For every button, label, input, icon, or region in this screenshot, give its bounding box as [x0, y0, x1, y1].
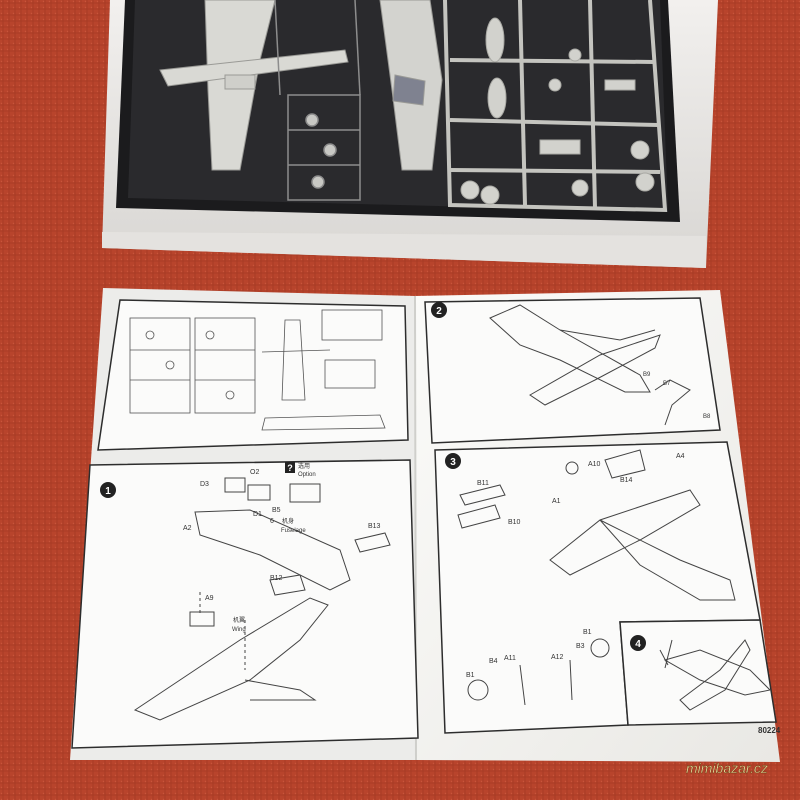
- label-B1-right: B1: [583, 629, 592, 636]
- label-B13: B13: [368, 523, 381, 530]
- label-B4: B4: [489, 658, 498, 665]
- label-O2: O2: [250, 469, 259, 476]
- label-B8: B8: [703, 414, 711, 420]
- label-A9: A9: [205, 595, 214, 602]
- label-B7: B7: [663, 381, 671, 387]
- label-fuselage-cn: 机身: [282, 517, 294, 525]
- step3-assembly-drawing: [457, 449, 736, 706]
- label-6: 6: [270, 518, 274, 525]
- label-A11: A11: [504, 655, 516, 662]
- label-B14: B14: [620, 477, 633, 484]
- step-badges: [100, 302, 646, 651]
- step4-aircraft-drawing: [659, 639, 772, 711]
- label-B1-left: B1: [466, 672, 475, 679]
- step-number-1: 1: [105, 486, 111, 497]
- label-wing-en: Wing: [232, 627, 246, 633]
- kit-box: [102, 0, 718, 268]
- step1-assembly-drawing: [133, 477, 391, 721]
- parts-sprue: [443, 0, 668, 213]
- label-A1: A1: [552, 498, 561, 505]
- label-B10: B10: [508, 519, 521, 526]
- label-A4: A4: [676, 453, 685, 460]
- step2-aircraft-drawing: [489, 304, 691, 426]
- label-A2: A2: [183, 525, 192, 532]
- label-B11: B11: [477, 480, 489, 487]
- fuselage-part-left: [159, 0, 349, 171]
- label-A12: A12: [551, 654, 564, 661]
- label-option-en: Option: [298, 472, 316, 478]
- clear-sprue: [274, 0, 361, 201]
- step-number-2: 2: [436, 306, 442, 317]
- sprue-parts: [460, 17, 655, 205]
- step-number-4: 4: [635, 639, 641, 650]
- step-number-3: 3: [450, 457, 456, 468]
- option-question-mark: ?: [287, 463, 293, 473]
- panel-sprue-map: [97, 299, 409, 451]
- label-D1: D1: [253, 511, 262, 518]
- label-D3: D3: [200, 481, 209, 488]
- label-B5: B5: [272, 507, 281, 514]
- panel-step-1: [71, 459, 419, 749]
- label-fuselage-en: Fuselage: [281, 528, 306, 534]
- panel-step-4: [619, 619, 777, 726]
- label-B12: B12: [270, 575, 283, 582]
- label-option-cn: 选用: [298, 462, 310, 470]
- label-wing-cn: 机翼: [233, 616, 245, 624]
- label-B9: B9: [643, 372, 651, 378]
- fuselage-part-right: [379, 0, 443, 171]
- watermark-text: mimibazar.cz: [686, 760, 768, 776]
- label-B3: B3: [576, 643, 585, 650]
- label-A10: A10: [588, 461, 601, 468]
- instruction-sheet: 2 1 3 4 ? 选用 Option D3 O2 D1 B5 6 机身 Fus…: [70, 288, 781, 762]
- sprue-diagram: [129, 309, 386, 431]
- catalog-number: 80224: [758, 726, 781, 735]
